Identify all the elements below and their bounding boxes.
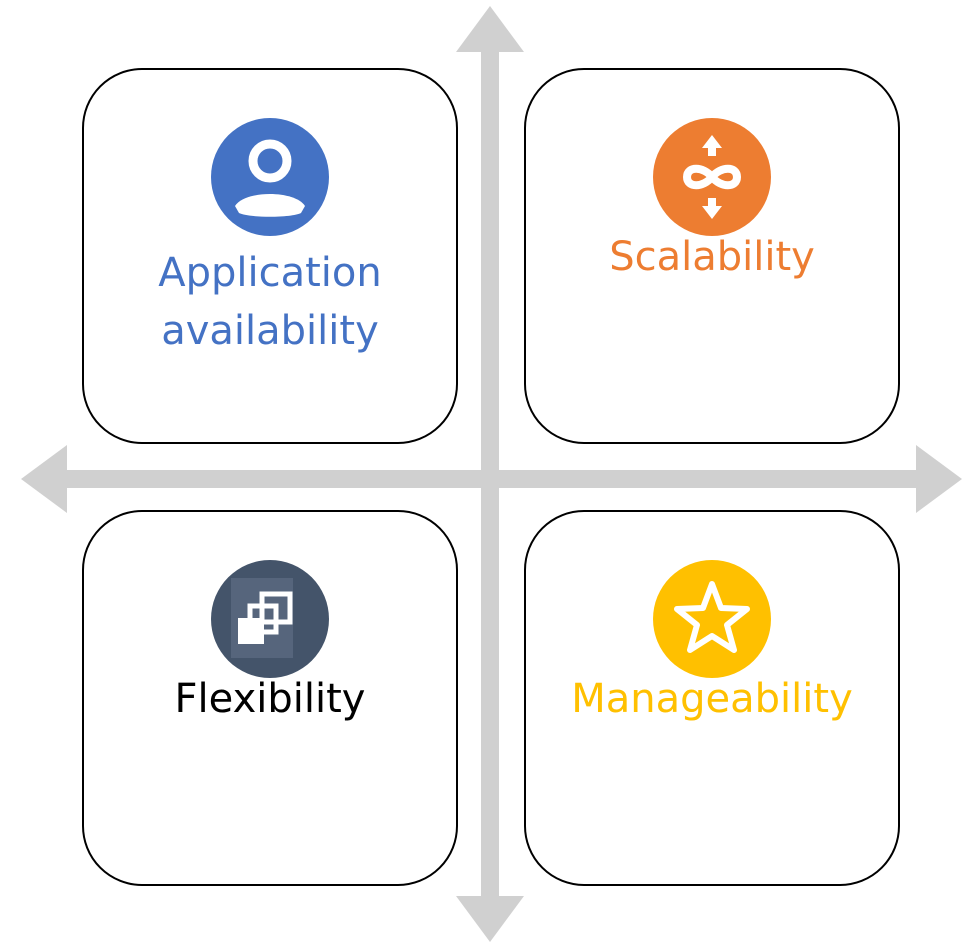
left-arrowhead bbox=[21, 445, 67, 513]
quadrant-scalability: Scalability bbox=[524, 68, 900, 444]
horizontal-axis-shaft bbox=[66, 470, 918, 488]
right-arrowhead bbox=[916, 445, 962, 513]
user-icon bbox=[211, 118, 329, 236]
down-arrowhead bbox=[456, 896, 524, 942]
quadrant-application-availability: Application availability bbox=[82, 68, 458, 444]
quadrant-flexibility: Flexibility bbox=[82, 510, 458, 886]
quadrant-label: Flexibility bbox=[174, 676, 366, 722]
quadrant-label: Scalability bbox=[609, 234, 815, 280]
stacked-squares-icon bbox=[211, 560, 329, 678]
quadrant-manageability: Manageability bbox=[524, 510, 900, 886]
star-icon bbox=[653, 560, 771, 678]
infinity-arrows-icon bbox=[653, 118, 771, 236]
up-arrowhead bbox=[456, 6, 524, 52]
quadrant-label: Manageability bbox=[571, 676, 853, 722]
quadrant-label: Application availability bbox=[158, 250, 382, 354]
